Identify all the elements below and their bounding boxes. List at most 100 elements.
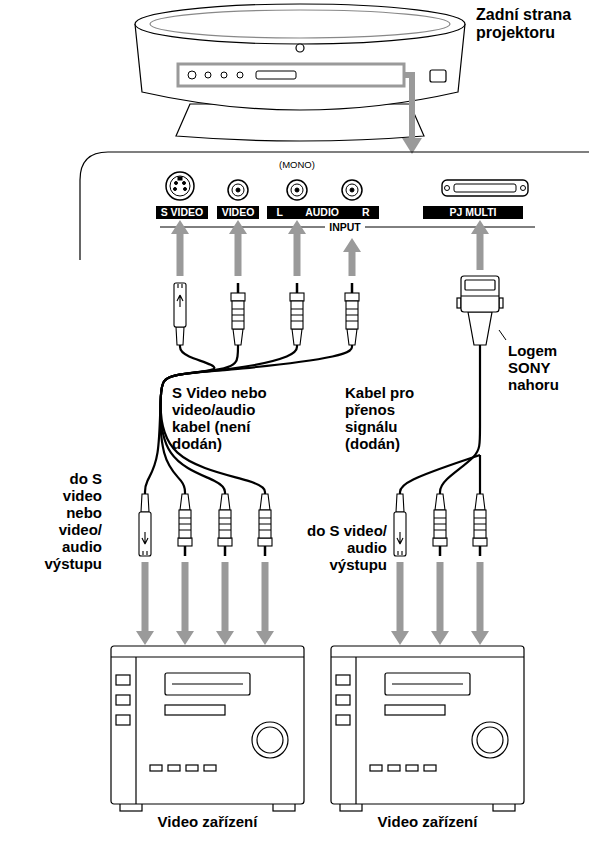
plug-part (232, 309, 244, 321)
plug-part (296, 283, 299, 293)
cable-connector (161, 220, 306, 645)
vcr-part (477, 727, 503, 753)
input-panel (80, 152, 589, 260)
panel-highlight (256, 71, 296, 79)
rca-plug (473, 494, 487, 556)
projector-body: Zadní strana projektoru (130, 0, 584, 140)
vcr-part (336, 675, 350, 685)
plug-part (346, 309, 358, 321)
panel-group-name: INPUT (325, 221, 365, 234)
video-device: Video zařízení (110, 645, 305, 830)
plug-part (177, 295, 183, 307)
plug-part (142, 532, 148, 544)
vcr-part (331, 646, 524, 804)
audio-jack-left (287, 180, 307, 200)
vcr-part (355, 657, 356, 804)
vcr-part (331, 656, 524, 657)
output-note: do S video/ audio výstupu (305, 522, 387, 573)
projector-drawing (296, 44, 304, 52)
panel-highlight (404, 75, 412, 140)
vcr-part (472, 722, 508, 758)
plug (139, 283, 487, 556)
cable-label: Kabel pro přenos signálu (dodán) (345, 384, 445, 452)
insert-arrow (431, 562, 449, 645)
vcr-part (116, 695, 130, 705)
plug-part (139, 512, 151, 556)
plug-part (351, 283, 354, 293)
vcr-part (116, 675, 130, 685)
mono-note: (MONO) (279, 159, 315, 170)
plug-part (260, 494, 270, 510)
panel-highlight (188, 71, 196, 79)
plug-part (218, 538, 232, 546)
multi-plug (461, 276, 499, 312)
video-jack (232, 184, 244, 196)
plug-part (435, 494, 445, 510)
plug-part (347, 329, 357, 345)
audio-jack-left (295, 188, 299, 192)
plug-part (232, 301, 244, 329)
rca-plug (218, 494, 232, 556)
vcr-part (204, 765, 216, 771)
plug-part (474, 510, 486, 538)
audio-jack-right (346, 184, 358, 196)
vcr-part (186, 765, 198, 771)
vcr-part (388, 765, 400, 771)
cable-line (161, 345, 352, 494)
audio-jack-left (291, 184, 303, 196)
s-video-plug (394, 494, 406, 556)
video-jack (228, 180, 248, 200)
plug-part (179, 510, 191, 538)
insert-arrow (343, 238, 361, 276)
insert-arrow (171, 220, 189, 276)
drawing-part (136, 220, 489, 645)
plug-part (258, 538, 272, 546)
insert-arrow (229, 220, 247, 276)
plug-part (394, 512, 406, 556)
s-video-jack (184, 188, 187, 191)
vcr-part (116, 715, 130, 725)
plug-part (345, 293, 359, 301)
s-video-plug (174, 283, 186, 345)
port-label: S VIDEO (156, 206, 209, 219)
s-video-jack (183, 182, 186, 185)
plug-part (179, 518, 191, 530)
plug-part (433, 538, 447, 546)
vcr-part (370, 765, 382, 771)
view-heading: Zadní strana projektoru (476, 6, 584, 42)
rca-plug (258, 494, 272, 556)
panel-highlight (178, 64, 404, 86)
plug-part (291, 301, 303, 329)
vcr-part (406, 765, 418, 771)
cable-line (161, 345, 297, 494)
plug-part (176, 327, 184, 345)
vcr-drawing (330, 645, 525, 813)
plug-part (292, 329, 302, 345)
plug-part (233, 329, 243, 345)
projector-drawing (135, 4, 465, 44)
port-name: L AUDIO R (272, 206, 374, 219)
plug-part (290, 293, 304, 301)
vcr-part (111, 656, 304, 657)
plug-part (434, 510, 446, 538)
vcr-part (424, 765, 436, 771)
plug-part (291, 309, 303, 321)
cable-extra (161, 238, 489, 645)
projector-drawing (430, 70, 446, 82)
multi-connector (442, 180, 528, 196)
multi-connector (442, 180, 528, 196)
rca-plug (433, 494, 447, 556)
plug-part (141, 494, 149, 512)
video-device: Video zařízení (330, 645, 525, 830)
video-jack (228, 180, 248, 200)
projector-drawing (150, 10, 450, 38)
s-video-jack (170, 176, 190, 196)
plug-part (259, 510, 271, 538)
plug-part (178, 284, 182, 288)
s-video-plug (139, 494, 151, 556)
insert-arrow (391, 562, 409, 645)
panel-highlight (237, 72, 243, 78)
plug-part (434, 518, 446, 530)
rca-plug (345, 283, 359, 345)
